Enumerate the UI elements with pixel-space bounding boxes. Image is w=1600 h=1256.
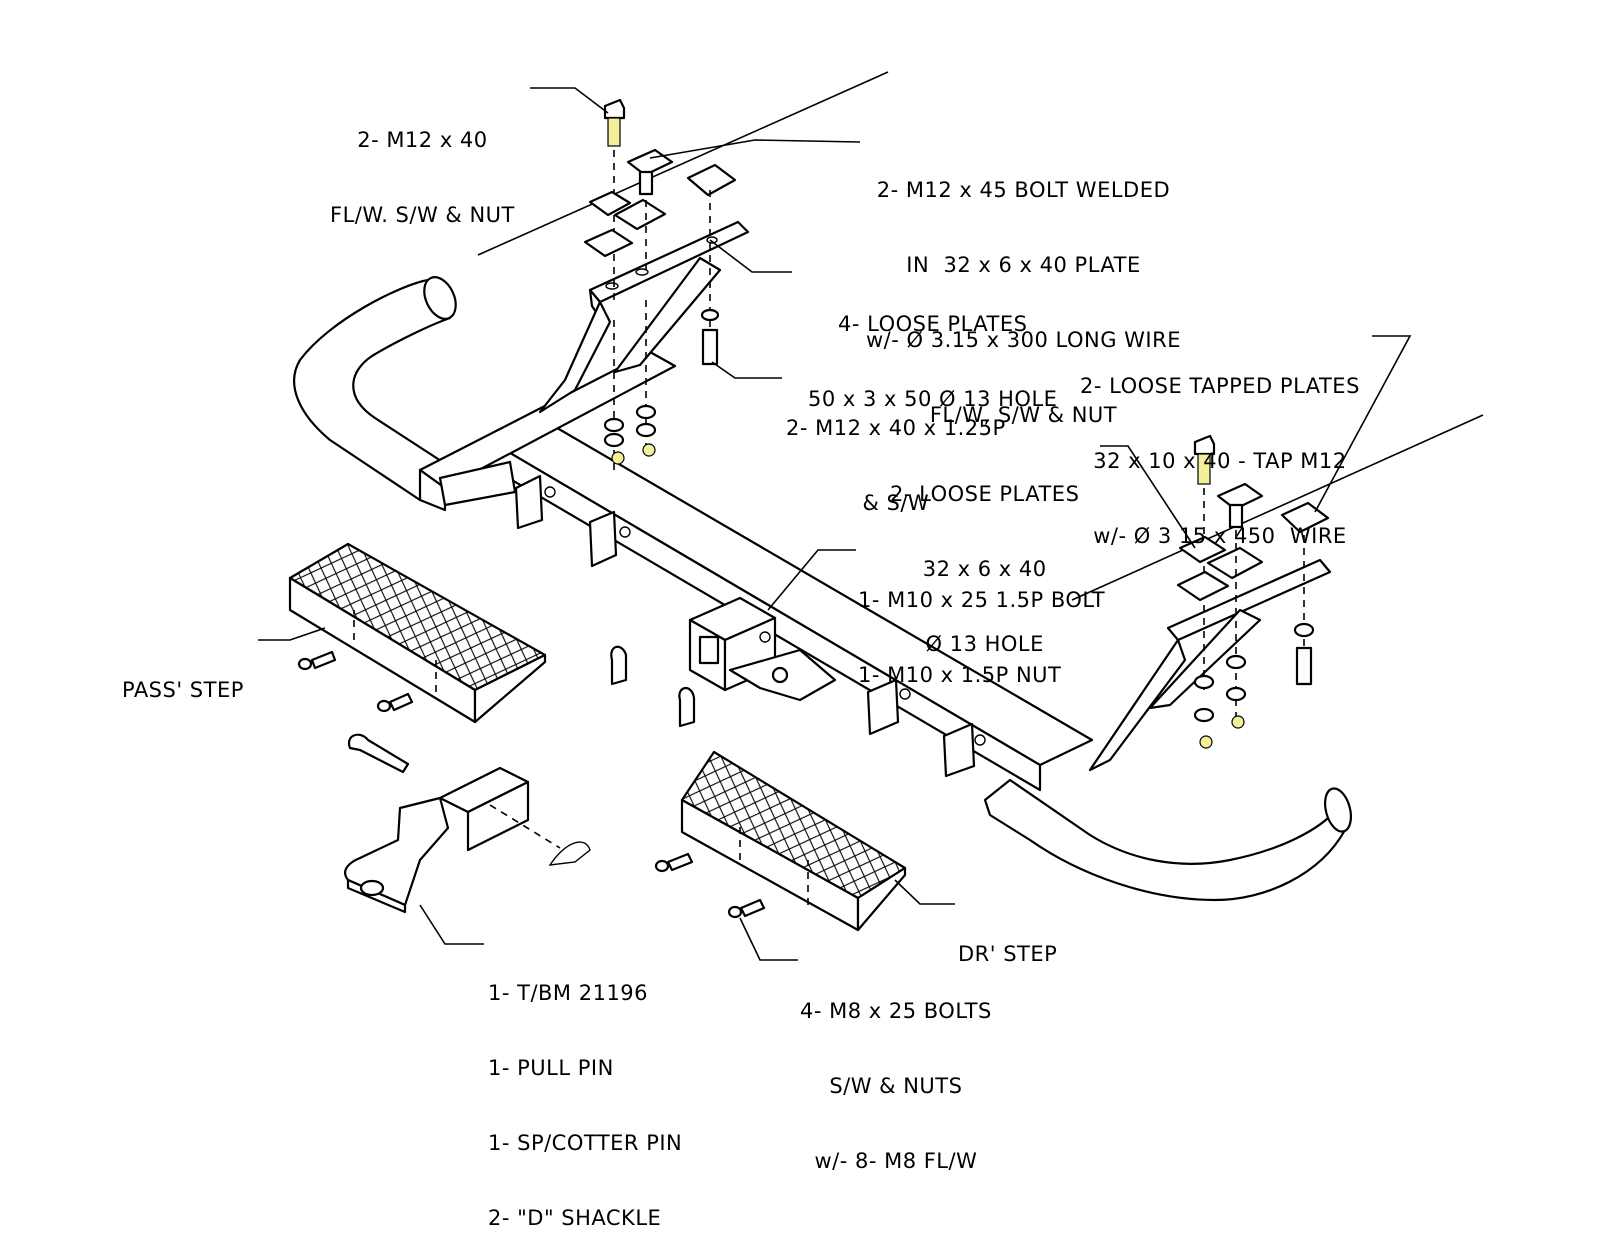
callout-dr-step: DR' STEP [958,892,1057,992]
callout-line: 32 x 10 x 40 - TAP M12 [1093,449,1347,473]
callout-line: 2- LOOSE PLATES [890,482,1080,506]
callout-line: 2- M12 x 40 [357,128,488,152]
callout-line: IN 32 x 6 x 40 PLATE [906,253,1141,277]
right-top-hardware [1176,434,1330,749]
callout-tapped-plates: 2- LOOSE TAPPED PLATES 32 x 10 x 40 - TA… [1080,324,1360,574]
callout-line: & S/W [862,491,930,515]
callout-m10-bolt: 1- M10 x 25 1.5P BOLT 1- M10 x 1.5P NUT [858,538,1105,713]
callout-loose-plates-32: 2- LOOSE PLATES 32 x 6 x 40 Ø 13 HOLE [890,432,1079,682]
tow-ball-mount [344,733,591,914]
towbar-exploded-diagram [258,71,1484,961]
callout-line: FL/W. S/W & NUT [330,203,515,227]
d-shackles [610,645,696,728]
callout-line: 50 x 3 x 50 Ø 13 HOLE [808,387,1058,411]
callout-m12x40-125p: 2- M12 x 40 x 1.25P & S/W [786,366,1006,541]
left-bumper-bar [293,276,457,502]
right-bumper-bar [983,558,1353,902]
callout-m8-bolts: 4- M8 x 25 BOLTS S/W & NUTS w/- 8- M8 FL… [800,949,992,1199]
callout-line: 1- M10 x 1.5P NUT [858,663,1062,687]
callout-m12x40: 2- M12 x 40 FL/W. S/W & NUT [330,78,515,253]
callout-welded-bolt: 2- M12 x 45 BOLT WELDED IN 32 x 6 x 40 P… [866,128,1181,453]
callout-pass-step: PASS' STEP [122,628,244,728]
callout-loose-plates-50: 4- LOOSE PLATES 50 x 3 x 50 Ø 13 HOLE [808,262,1057,437]
callout-line: 32 x 6 x 40 [922,557,1047,581]
callout-line: 2- M12 x 40 x 1.25P [786,416,1006,440]
callout-tow-kit: 1- T/BM 21196 1- PULL PIN 1- SP/COTTER P… [488,931,682,1256]
callout-line: S/W & NUTS [829,1074,963,1098]
receiver-hitch [688,596,837,702]
callout-line: 1- PULL PIN [488,1056,614,1080]
left-mounting-bracket [538,220,750,414]
chassis-reference-lines [477,71,1484,601]
left-top-hardware [583,98,737,470]
callout-line: PASS' STEP [122,678,244,702]
callout-line: Ø 13 HOLE [925,632,1044,656]
callout-line: 1- M10 x 25 1.5P BOLT [858,588,1106,612]
callout-line: 2- "D" SHACKLE [488,1206,662,1230]
callout-leader-lines [258,87,1412,961]
callout-line: 4- M8 x 25 BOLTS [800,999,992,1023]
callout-line: 1- T/BM 21196 [488,981,649,1005]
callout-line: FL/W, S/W & NUT [929,403,1118,427]
callout-line: 2- LOOSE TAPPED PLATES [1080,374,1360,398]
passenger-step [288,542,547,724]
driver-step [654,750,907,932]
callout-line: w/- Ø 3.15 x 300 LONG WIRE [866,328,1181,352]
callout-line: 1- SP/COTTER PIN [488,1131,683,1155]
callout-line: 2- M12 x 45 BOLT WELDED [876,178,1171,202]
callout-line: w/- Ø 3 15 x 450 WIRE [1093,524,1347,548]
callout-line: DR' STEP [958,942,1058,966]
step-mount-brackets [514,474,986,778]
callout-line: w/- 8- M8 FL/W [814,1149,978,1173]
callout-line: 4- LOOSE PLATES [838,312,1028,336]
